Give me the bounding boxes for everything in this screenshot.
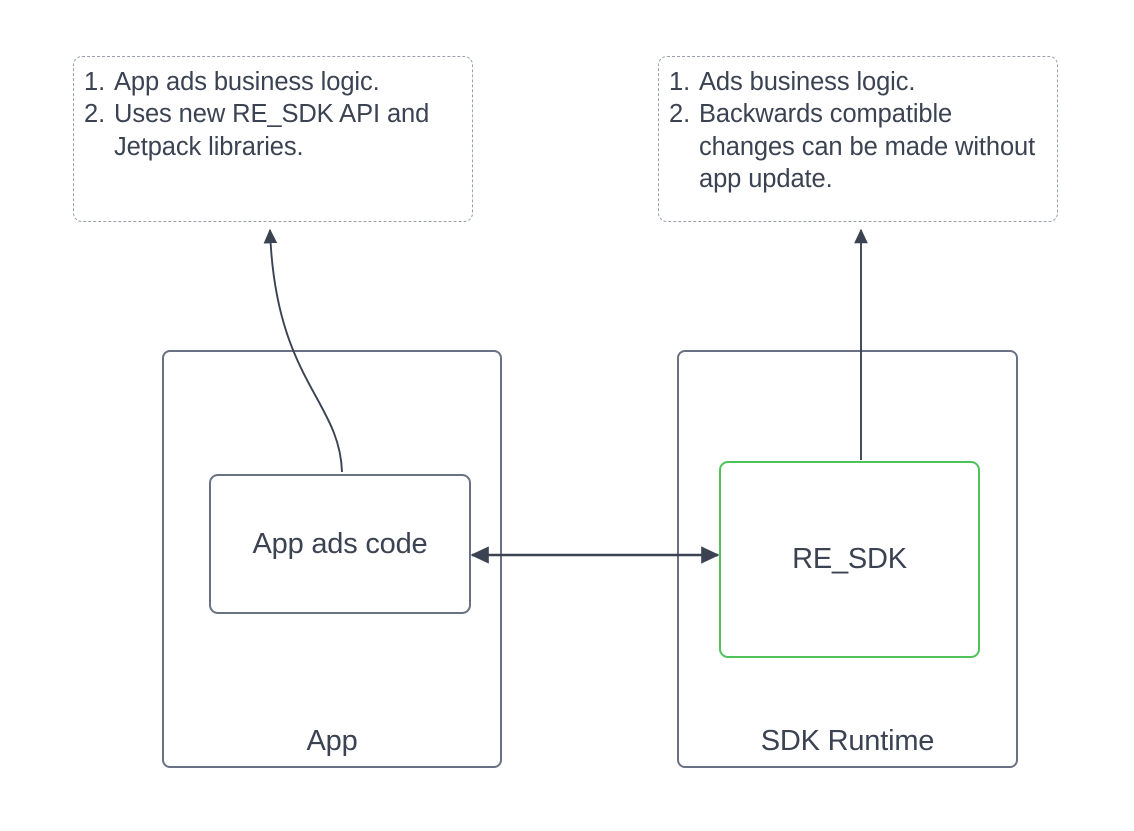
callout-left-item-2: 2. Uses new RE_SDK API and Jetpack libra… (84, 98, 462, 163)
callout-note-right: 1. Ads business logic. 2. Backwards comp… (658, 56, 1058, 222)
app-container-label: App (306, 725, 358, 757)
callout-right-item-2-text: Backwards compatible changes can be made… (699, 100, 1043, 193)
callout-left-item-1-number: 1. (84, 68, 106, 96)
callout-left-item-1: 1. App ads business logic. (84, 66, 462, 98)
sdk-runtime-container-label: SDK Runtime (760, 725, 935, 757)
callout-left-item-2-number: 2. (84, 100, 106, 129)
callout-right-item-2-number: 2. (669, 100, 691, 129)
callout-left-item-2-text: Uses new RE_SDK API and Jetpack librarie… (114, 100, 437, 161)
callout-right-item-1-number: 1. (669, 68, 691, 96)
app-ads-code-box: App ads code (209, 474, 471, 614)
app-ads-code-label: App ads code (252, 527, 428, 560)
callout-note-left: 1. App ads business logic. 2. Uses new R… (73, 56, 473, 222)
callout-right-item-2: 2. Backwards compatible changes can be m… (669, 98, 1047, 195)
re-sdk-box: RE_SDK (719, 461, 980, 658)
callout-right-list: 1. Ads business logic. 2. Backwards comp… (669, 66, 1047, 195)
callout-right-item-1: 1. Ads business logic. (669, 66, 1047, 98)
callout-left-item-1-text: App ads business logic. (114, 68, 380, 96)
callout-right-item-1-text: Ads business logic. (699, 68, 916, 96)
callout-left-list: 1. App ads business logic. 2. Uses new R… (84, 66, 462, 163)
re-sdk-label: RE_SDK (792, 543, 907, 575)
